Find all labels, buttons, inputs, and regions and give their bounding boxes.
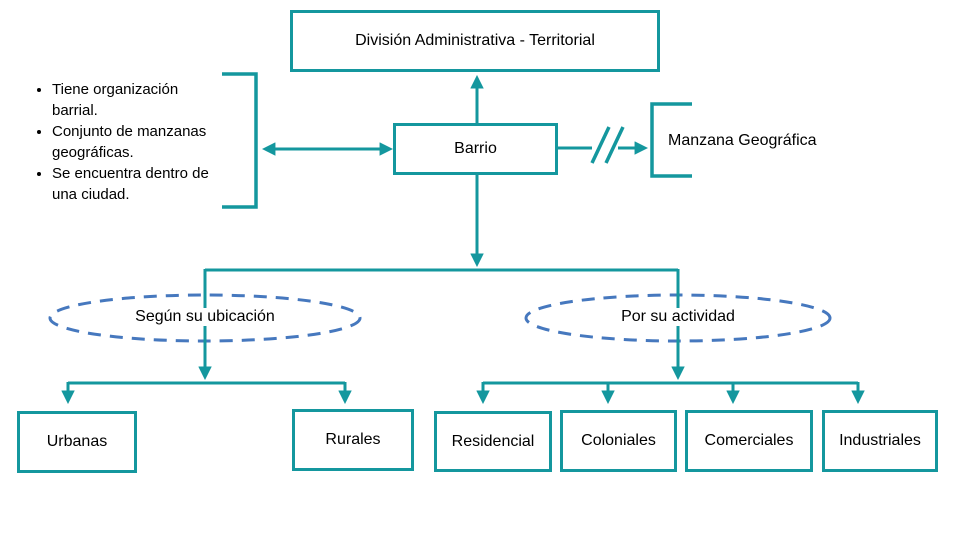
- node-industriales: Industriales: [822, 410, 938, 472]
- node-rurales: Rurales: [292, 409, 414, 471]
- node-barrio: Barrio: [393, 123, 558, 175]
- barrio-notes-list: Tiene organización barrial. Conjunto de …: [26, 79, 236, 205]
- node-division: División Administrativa - Territorial: [290, 10, 660, 72]
- node-comerciales: Comerciales: [685, 410, 813, 472]
- label-segun-su-ubicacion: Según su ubicación: [130, 308, 280, 326]
- node-coloniales: Coloniales: [560, 410, 677, 472]
- label-manzana-geografica: Manzana Geográfica: [668, 132, 817, 149]
- interruption-slash-1: [590, 126, 611, 164]
- node-residencial: Residencial: [434, 411, 552, 472]
- manzana-bracket: [650, 102, 692, 178]
- note-item: Tiene organización barrial.: [52, 79, 236, 121]
- notes-bracket: [222, 72, 258, 209]
- barrio-notes: Tiene organización barrial. Conjunto de …: [26, 79, 236, 205]
- note-item: Se encuentra dentro de una ciudad.: [52, 163, 236, 205]
- interruption-slash-2: [604, 126, 625, 164]
- note-item: Conjunto de manzanas geográficas.: [52, 121, 236, 163]
- node-urbanas: Urbanas: [17, 411, 137, 473]
- label-por-su-actividad: Por su actividad: [616, 308, 740, 326]
